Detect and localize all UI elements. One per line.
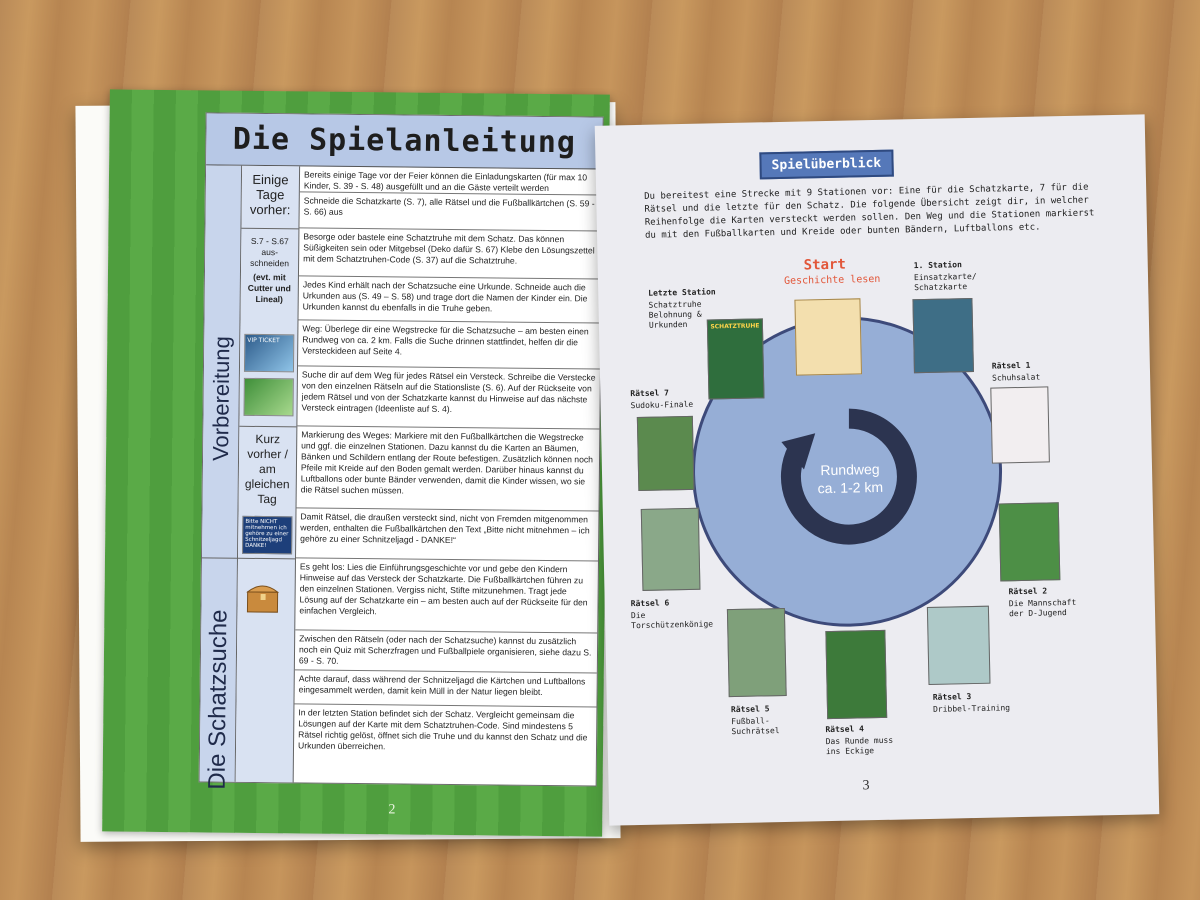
page-title: Die Spielanleitung — [206, 113, 603, 170]
riddle-6-title: Rätsel 6 — [630, 598, 670, 609]
card-treasure-chest: SCHATZTRUHE — [706, 318, 765, 400]
route-center-label: Rundweg ca. 1-2 km — [817, 460, 884, 497]
card-riddle-4 — [825, 629, 888, 720]
instructions-table: Die Spielanleitung Vorbereitung Die Scha… — [198, 112, 604, 790]
riddle-1-title: Rätsel 1 — [991, 360, 1031, 371]
riddle-2-title: Rätsel 2 — [1008, 586, 1048, 597]
thumb-station-list — [243, 377, 294, 417]
row-treasure-chest: Besorge oder bastele eine Schatztruhe mi… — [298, 228, 602, 280]
row-certificate: Jedes Kind erhält nach der Schatzsuche e… — [298, 276, 601, 324]
card-riddle-5 — [726, 607, 787, 698]
riddle-7-sub: Sudoku-Finale — [630, 399, 694, 411]
row-quiz: Zwischen den Rätseln (oder nach der Scha… — [294, 630, 598, 674]
row-route: Weg: Überlege dir eine Wegstrecke für di… — [298, 320, 601, 370]
time-label-short-before: Kurz vorher / am gleichen Tag — [244, 431, 290, 507]
page-number-right: 3 — [862, 778, 870, 794]
start-subtitle: Geschichte lesen — [783, 273, 881, 287]
time-column: Einige Tage vorher: S.7 - S.67 aus-schne… — [235, 165, 301, 783]
riddle-5-title: Rätsel 5 — [730, 704, 770, 715]
station-1-sub: Einsatzkarte/ Schatzkarte — [913, 271, 977, 293]
treasure-chest-icon — [246, 585, 280, 613]
card-riddle-6 — [640, 507, 701, 591]
row-hiding-spots: Suche dir auf dem Weg für jedes Rätsel e… — [297, 366, 600, 430]
thumb-do-not-take-card: Bitte NICHT mitnehmen ich gehöre zu eine… — [242, 515, 293, 555]
riddle-4-title: Rätsel 4 — [825, 724, 865, 735]
card-riddle-3 — [926, 605, 991, 685]
card-riddle-7 — [636, 415, 695, 492]
row-protect-riddles: Damit Rätsel, die draußen versteckt sind… — [295, 508, 599, 562]
station-last-sub: Schatztruhe Belohnung & Urkunden — [648, 299, 702, 330]
instructions-rows: Bereits einige Tage vor der Feier können… — [294, 166, 603, 785]
time-label-days-before: Einige Tage vorher: — [249, 171, 291, 218]
left-page: Die Spielanleitung Vorbereitung Die Scha… — [102, 89, 610, 837]
riddle-6-sub: Die Torschützenkönige — [630, 610, 714, 631]
thumb-vip-ticket: VIP TICKET — [243, 333, 295, 373]
riddle-3-sub: Dribbel-Training — [932, 703, 1011, 714]
row-invitations: Bereits einige Tage vor der Feier können… — [299, 166, 603, 196]
overview-badge: Spielüberblick — [759, 149, 894, 180]
card-riddle-1 — [990, 386, 1050, 464]
section-label-hunt: Die Schatzsuche — [203, 609, 232, 790]
time-label-cutter: (evt. mit Cutter und Lineal) — [247, 271, 291, 305]
overview-intro: Du bereitest eine Strecke mit 9 Statione… — [644, 182, 1095, 241]
card-riddle-2 — [998, 502, 1061, 582]
circular-arrow-icon — [781, 408, 917, 545]
row-cut-map: Schneide die Schatzkarte (S. 7), alle Rä… — [299, 192, 602, 232]
station-last-title: Letzte Station — [648, 287, 716, 298]
riddle-7-title: Rätsel 7 — [630, 388, 669, 399]
start-title: Start — [803, 256, 847, 274]
riddle-4-sub: Das Runde muss ins Eckige — [825, 735, 894, 757]
riddle-1-sub: Schuhsalat — [992, 372, 1041, 383]
riddle-5-sub: Fußball-Suchrätsel — [731, 716, 780, 737]
row-marking: Markierung des Weges: Markiere mit den F… — [296, 426, 600, 512]
row-final-station: In der letzten Station befindet sich der… — [297, 707, 588, 752]
section-label-prep: Vorbereitung — [207, 336, 234, 462]
card-story — [794, 298, 862, 376]
station-1-title: 1. Station — [913, 260, 962, 271]
riddle-2-sub: Die Mannschaft der D-Jugend — [1008, 597, 1077, 619]
card-treasure-map — [912, 297, 974, 374]
page-number-left: 2 — [388, 802, 396, 818]
row-collect-cards: Achte darauf, dass während der Schnitzel… — [294, 670, 597, 708]
right-page: Spielüberblick Du bereitest eine Strecke… — [594, 114, 1160, 826]
riddle-3-title: Rätsel 3 — [932, 692, 972, 702]
time-label-cutout: S.7 - S.67 aus-schneiden — [250, 235, 290, 269]
row-start-hunt: Es geht los: Lies die Einführungsgeschic… — [295, 558, 598, 634]
